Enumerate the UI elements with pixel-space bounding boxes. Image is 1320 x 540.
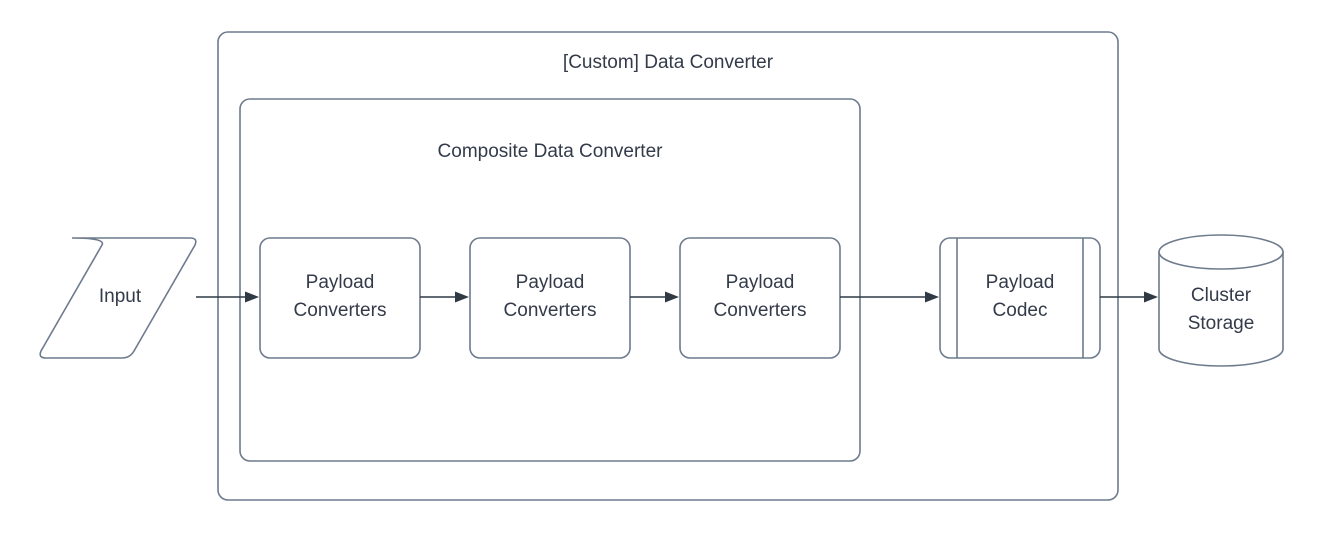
arrow-head-icon [245, 291, 259, 303]
edge-payload-converters-1-to-2 [420, 291, 469, 303]
cluster-storage-label-line2: Storage [1188, 313, 1255, 334]
payload-converters-2-label-line1: Payload [516, 272, 585, 293]
input-label: Input [99, 286, 142, 307]
payload-converters-3-shape[interactable] [679, 237, 841, 359]
payload-converters-2-label-line2: Converters [504, 300, 597, 321]
edge-payload-converters-2-to-3 [630, 291, 679, 303]
composite-data-converter-label: Composite Data Converter [438, 141, 664, 162]
node-input[interactable]: Input [39, 237, 197, 359]
custom-data-converter-label: [Custom] Data Converter [563, 52, 774, 73]
node-cluster-storage[interactable]: Cluster Storage [1158, 234, 1284, 367]
payload-converters-1-label-line1: Payload [306, 272, 375, 293]
cluster-storage-body[interactable] [1158, 251, 1284, 367]
payload-codec-shape[interactable] [939, 237, 1101, 359]
edge-input-to-payload-converters-1 [196, 291, 259, 303]
edge-payload-codec-to-cluster-storage [1100, 291, 1158, 303]
node-payload-converters-2[interactable]: Payload Converters [469, 237, 631, 359]
node-payload-codec[interactable]: Payload Codec [939, 237, 1101, 359]
node-payload-converters-1[interactable]: Payload Converters [259, 237, 421, 359]
arrow-head-icon [455, 291, 469, 303]
input-parallelogram-shape[interactable] [39, 237, 197, 359]
payload-converters-2-shape[interactable] [469, 237, 631, 359]
edge-payload-converters-3-to-payload-codec [840, 291, 939, 303]
payload-converters-3-label-line2: Converters [714, 300, 807, 321]
payload-codec-label-line2: Codec [993, 300, 1048, 321]
arrow-head-icon [665, 291, 679, 303]
arrow-head-icon [1144, 291, 1158, 303]
payload-converters-1-label-line2: Converters [294, 300, 387, 321]
node-payload-converters-3[interactable]: Payload Converters [679, 237, 841, 359]
payload-converters-1-shape[interactable] [259, 237, 421, 359]
cluster-storage-top-ellipse [1158, 234, 1284, 270]
arrow-head-icon [925, 291, 939, 303]
payload-converters-3-label-line1: Payload [726, 272, 795, 293]
cluster-storage-label-line1: Cluster [1191, 285, 1252, 306]
payload-codec-label-line1: Payload [986, 272, 1055, 293]
